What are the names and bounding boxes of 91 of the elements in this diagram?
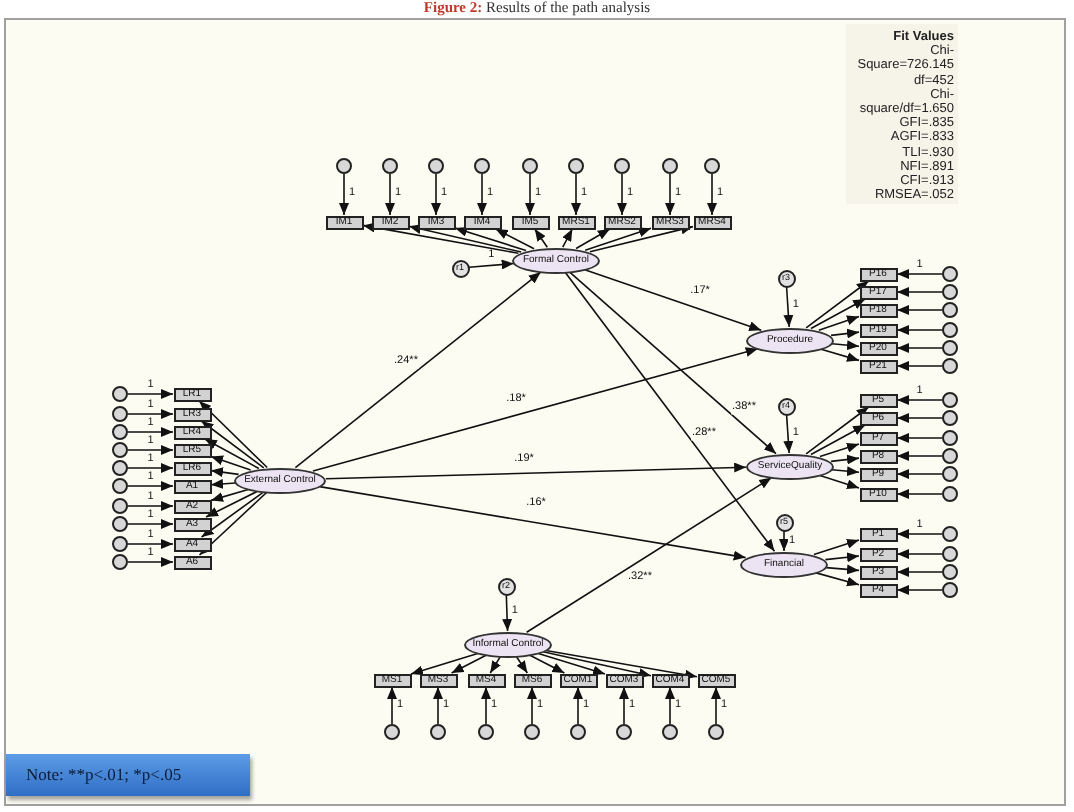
arrow (896, 325, 943, 335)
arrow (561, 228, 574, 248)
arrow (494, 228, 535, 250)
arrow (824, 552, 860, 563)
arrow (619, 686, 629, 725)
arrow (665, 173, 675, 216)
arrow (896, 413, 943, 423)
arrow (127, 481, 174, 491)
arrow (783, 414, 794, 454)
arrow (569, 271, 777, 455)
arrow (830, 454, 860, 465)
arrow (896, 361, 943, 371)
arrow (564, 271, 776, 553)
arrow (312, 347, 759, 472)
arrow (198, 400, 269, 469)
arrow (127, 409, 174, 419)
arrow (127, 463, 174, 473)
arrow (831, 466, 860, 477)
arrow (525, 173, 535, 216)
arrow (819, 442, 860, 458)
arrow (127, 519, 174, 529)
arrow (896, 395, 943, 405)
arrow (527, 686, 537, 725)
arrow (896, 489, 943, 499)
arrow (896, 305, 943, 315)
arrow (830, 328, 860, 339)
arrow (205, 490, 259, 518)
arrow (805, 280, 870, 329)
arrow (210, 467, 240, 478)
arrow (294, 271, 542, 469)
arrow (204, 438, 260, 470)
arrow (896, 567, 943, 577)
arrow (783, 286, 794, 328)
arrow (385, 173, 395, 216)
arrow (805, 406, 870, 455)
arrow (525, 476, 773, 633)
arrow (477, 173, 487, 216)
arrow (711, 686, 721, 725)
arrow (825, 564, 860, 575)
arrow (200, 491, 265, 538)
arrow (831, 340, 860, 351)
arrow (502, 594, 513, 632)
arrow (318, 485, 747, 561)
arrow (198, 491, 268, 556)
arrow (127, 445, 174, 455)
arrow (489, 656, 501, 674)
arrow (896, 269, 943, 279)
arrow (896, 529, 943, 539)
arrow (431, 173, 441, 216)
arrow (573, 686, 583, 725)
arrow (896, 585, 943, 595)
arrow (534, 228, 549, 249)
arrow (665, 686, 675, 725)
arrow (515, 655, 529, 674)
arrow (433, 686, 443, 725)
arrow (571, 173, 581, 216)
arrow (387, 686, 397, 725)
arrow (454, 226, 527, 252)
note-banner: Note: **p<.01; *p<.05 (6, 754, 250, 796)
arrow (896, 469, 943, 479)
arrow (450, 654, 487, 674)
arrow (408, 224, 522, 253)
arrow (810, 424, 866, 456)
arrow (545, 649, 698, 680)
arrow (815, 572, 860, 587)
arrow (896, 433, 943, 443)
arrow (575, 228, 611, 250)
arrow (339, 173, 349, 216)
arrow (542, 651, 652, 679)
arrow (127, 539, 174, 549)
arrow (127, 389, 174, 399)
arrow (896, 549, 943, 559)
arrow (617, 173, 627, 216)
arrow (896, 343, 943, 353)
arrow (324, 462, 747, 480)
arrow (362, 222, 520, 255)
arrow (127, 501, 174, 511)
arrow (127, 427, 174, 437)
arrow (779, 530, 789, 552)
arrow (589, 224, 694, 253)
arrow (707, 173, 717, 216)
arrow (481, 686, 491, 725)
arrow (810, 298, 866, 330)
arrow (200, 420, 265, 469)
arrow (210, 478, 237, 489)
arrow (813, 538, 860, 556)
arrow (468, 259, 515, 270)
arrow (529, 654, 566, 674)
arrow (127, 557, 174, 567)
arrow (896, 287, 943, 297)
arrow (896, 451, 943, 461)
